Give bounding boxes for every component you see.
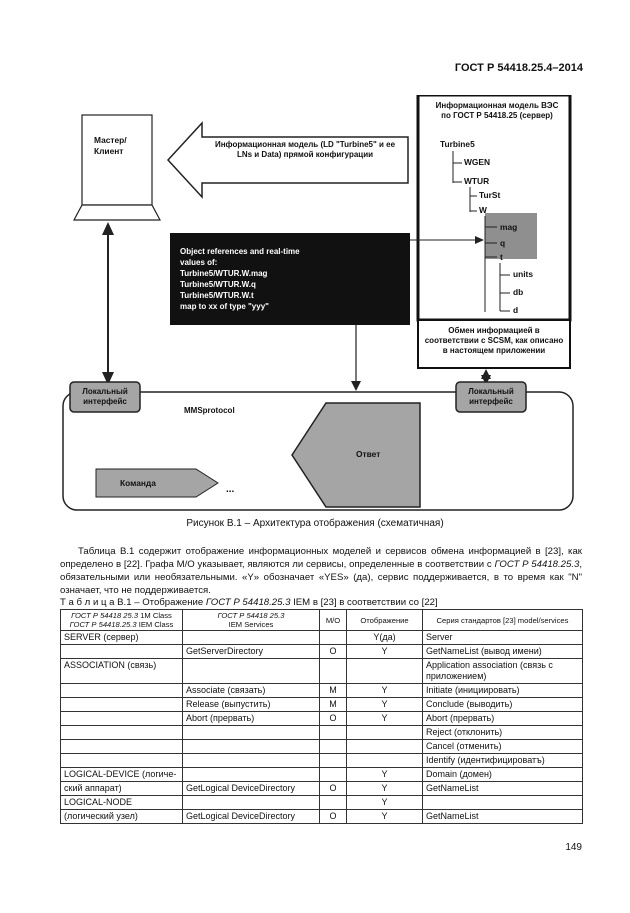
tree-node: q bbox=[500, 238, 506, 248]
tree-node: db bbox=[513, 287, 524, 297]
response-label: Ответ bbox=[356, 449, 381, 459]
exchange-box bbox=[417, 319, 571, 369]
mms-protocol-label: MMSprotocol bbox=[184, 406, 235, 415]
local-interface-left bbox=[69, 381, 141, 413]
local-interface-left-label: Локальный интерфейс bbox=[82, 387, 128, 406]
header-iem-services: ГОСТ Р 54418 25.3 IEM Services bbox=[182, 609, 320, 631]
table-row: Reject (отклонить) bbox=[60, 725, 583, 740]
tree-node: TurSt bbox=[479, 190, 501, 200]
table-header-row: ГОСТ Р 54418 25.3 1M Class ГОСТ Р 54418.… bbox=[60, 609, 583, 631]
laptop-base bbox=[73, 204, 161, 221]
table-row: Identify (идентифицироватъ) bbox=[60, 753, 583, 768]
server-title: Информационная модель ВЭС по ГОСТ Р 5441… bbox=[435, 101, 559, 120]
command-arrow bbox=[95, 468, 219, 498]
figure-caption: Рисунок В.1 – Архитектура отображения (с… bbox=[186, 518, 444, 529]
architecture-diagram: Мастер/ Клиент Информационная модель (LD… bbox=[60, 93, 580, 515]
table-row: Cancel (отменить) bbox=[60, 739, 583, 754]
tree-node: t bbox=[500, 252, 503, 262]
header-standard-services: Серия стандартов [23] model/services bbox=[422, 609, 583, 631]
table-caption: Т а б л и ц а В.1 – Отображение ГОСТ Р 5… bbox=[60, 597, 438, 608]
table-row: SERVER (сервер)Y(да)Server bbox=[60, 630, 583, 645]
local-interface-right bbox=[455, 381, 527, 413]
tree-node: WTUR bbox=[464, 176, 490, 186]
master-client-label: Мастер/ Клиент bbox=[94, 135, 127, 156]
standard-code: ГОСТ Р 54418.25.4–2014 bbox=[454, 62, 583, 74]
mapping-table: ГОСТ Р 54418 25.3 1M Class ГОСТ Р 54418.… bbox=[60, 609, 583, 824]
response-shape bbox=[291, 402, 421, 508]
diagram-svg bbox=[62, 93, 574, 511]
tree-node: W bbox=[479, 205, 487, 215]
config-arrow-label: Информационная модель (LD "Turbine5" и е… bbox=[214, 140, 396, 159]
black-box bbox=[170, 233, 410, 325]
tree-node: mag bbox=[500, 222, 518, 232]
header-mo: M/O bbox=[319, 609, 347, 631]
highlight-box bbox=[485, 213, 537, 259]
tree-node: d bbox=[513, 305, 519, 315]
server-box bbox=[416, 93, 572, 322]
black-box-text: Object references and real-time values o… bbox=[180, 247, 300, 311]
body-paragraph: Таблица В.1 содержит отображение информа… bbox=[60, 546, 582, 596]
local-interface-right-label: Локальный интерфейс bbox=[468, 387, 514, 406]
table-row: ASSOCIATION (связь)Application associati… bbox=[60, 658, 583, 684]
header-iem-class: ГОСТ Р 54418 25.3 1M Class ГОСТ Р 54418.… bbox=[60, 609, 183, 631]
tree-node: Turbine5 bbox=[440, 139, 475, 149]
table-row: (логический узел)GetLogical DeviceDirect… bbox=[60, 809, 583, 824]
tree-node: WGEN bbox=[464, 157, 491, 167]
command-label: Команда bbox=[120, 478, 156, 488]
ellipsis: ... bbox=[226, 484, 235, 495]
config-arrow bbox=[166, 121, 409, 199]
header-mapping: Отображение bbox=[346, 609, 423, 631]
page-number: 149 bbox=[565, 842, 582, 853]
laptop-screen bbox=[81, 114, 153, 206]
tree-node: units bbox=[513, 269, 534, 279]
exchange-label: Обмен информацией в соответствии с SCSM,… bbox=[424, 326, 564, 355]
